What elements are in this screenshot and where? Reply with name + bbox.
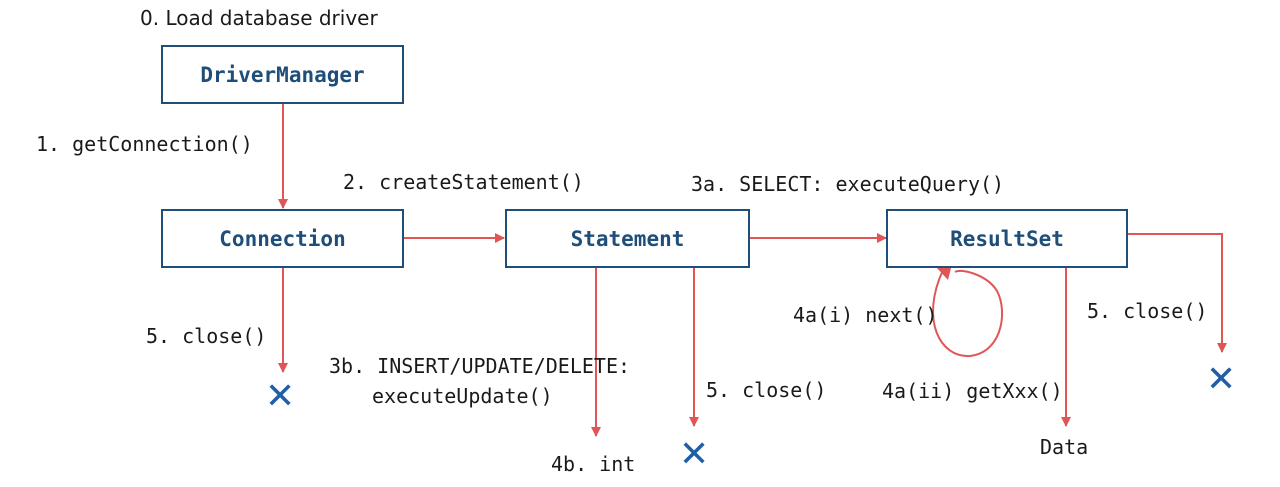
label-close-connection: 5. close() (146, 324, 267, 348)
label-step0: 0. Load database driver (140, 6, 378, 30)
label-data: Data (1040, 435, 1089, 459)
label-step3a: 3a. SELECT: executeQuery() (691, 172, 1005, 196)
close-icon: ✕ (1206, 359, 1237, 400)
label-step3b-line2: executeUpdate() (372, 384, 553, 408)
label-step2: 2. createStatement() (343, 170, 584, 194)
label-step4a-ii: 4a(ii) getXxx() (882, 379, 1063, 403)
label-close-resultset: 5. close() (1087, 299, 1208, 323)
label-step4b: 4b. int (551, 452, 636, 476)
close-icon: ✕ (679, 434, 710, 475)
node-driver-manager: DriverManager (161, 45, 404, 104)
label-step3b-line1: 3b. INSERT/UPDATE/DELETE: (329, 354, 631, 378)
node-statement: Statement (505, 209, 750, 268)
close-icon: ✕ (265, 376, 296, 417)
label-step4a-i: 4a(i) next() (793, 303, 938, 327)
arrow-resultset-close (1128, 233, 1227, 353)
node-resultset: ResultSet (886, 209, 1128, 268)
loop-next (932, 269, 1004, 358)
label-step1: 1. getConnection() (36, 132, 253, 156)
loop-arrowhead (937, 264, 952, 280)
label-close-statement: 5. close() (706, 378, 827, 402)
node-connection: Connection (161, 209, 404, 268)
